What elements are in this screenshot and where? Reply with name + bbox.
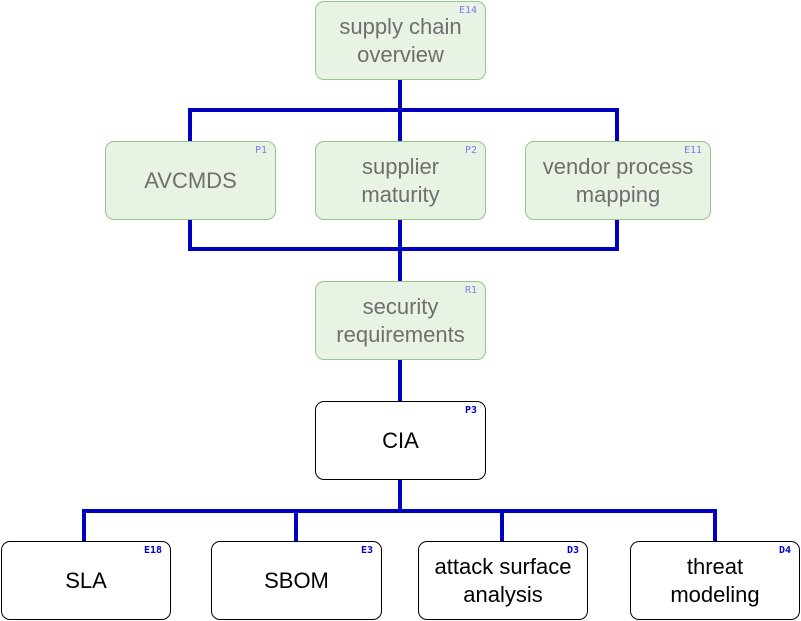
node-code: E3 bbox=[360, 545, 373, 556]
node-label: security requirements bbox=[336, 293, 465, 347]
node-label: SLA bbox=[65, 567, 107, 593]
node-label: CIA bbox=[382, 427, 419, 453]
node-label: supply chain overview bbox=[339, 13, 462, 67]
node-threat-modeling[interactable]: D4 threat modeling bbox=[630, 541, 800, 620]
node-code: P1 bbox=[254, 145, 267, 156]
node-label: threat modeling bbox=[670, 553, 760, 607]
node-code: D3 bbox=[566, 545, 579, 556]
node-code: P3 bbox=[464, 405, 477, 416]
node-vendor-process-mapping[interactable]: E11 vendor process mapping bbox=[525, 141, 711, 220]
node-code: D4 bbox=[778, 545, 791, 556]
node-security-requirements[interactable]: R1 security requirements bbox=[315, 281, 486, 360]
node-avcmds[interactable]: P1 AVCMDS bbox=[105, 141, 276, 220]
node-code: P2 bbox=[464, 145, 477, 156]
node-code: E14 bbox=[458, 5, 477, 16]
node-cia[interactable]: P3 CIA bbox=[315, 401, 486, 480]
node-label: vendor process mapping bbox=[542, 153, 694, 207]
node-code: E18 bbox=[143, 545, 162, 556]
node-label: SBOM bbox=[264, 567, 329, 593]
node-code: E11 bbox=[683, 145, 702, 156]
node-code: R1 bbox=[464, 285, 477, 296]
node-sla[interactable]: E18 SLA bbox=[1, 541, 171, 620]
node-sbom[interactable]: E3 SBOM bbox=[211, 541, 382, 620]
node-supplier-maturity[interactable]: P2 supplier maturity bbox=[315, 141, 486, 220]
node-label: attack surface analysis bbox=[434, 553, 572, 607]
node-label: AVCMDS bbox=[144, 167, 237, 193]
node-attack-surface-analysis[interactable]: D3 attack surface analysis bbox=[418, 541, 588, 620]
node-label: supplier maturity bbox=[361, 153, 440, 207]
node-supply-chain-overview[interactable]: E14 supply chain overview bbox=[315, 1, 486, 80]
